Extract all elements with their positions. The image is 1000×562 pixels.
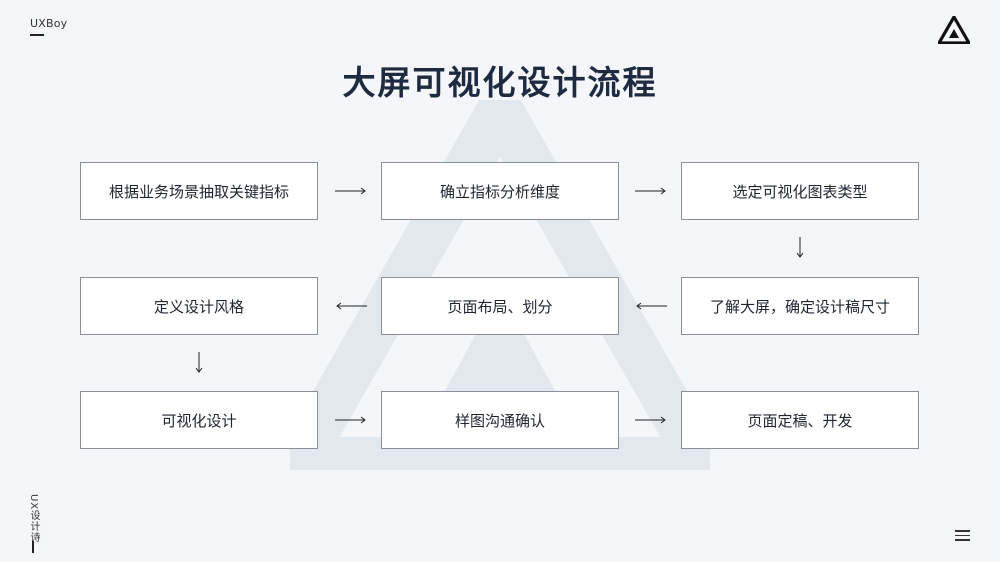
side-label: UX设计诗 [28, 494, 39, 544]
brand: UXBoy [30, 17, 68, 30]
step-box-2: 确立指标分析维度 [381, 162, 619, 220]
page-title: 大屏可视化设计流程 [342, 63, 658, 102]
step-label: 样图沟通确认 [454, 411, 545, 430]
step-box-4: 了解大屏，确定设计稿尺寸 [681, 277, 919, 335]
step-box-7: 可视化设计 [80, 391, 318, 449]
step-box-3: 选定可视化图表类型 [681, 162, 919, 220]
step-box-8: 样图沟通确认 [381, 391, 619, 449]
step-box-1: 根据业务场景抽取关键指标 [80, 162, 318, 220]
menu-icon[interactable] [955, 530, 970, 542]
step-label: 选定可视化图表类型 [732, 182, 868, 201]
step-label: 定义设计风格 [153, 297, 244, 316]
arrow-down-icon [195, 352, 203, 373]
step-box-5: 页面布局、划分 [381, 277, 619, 335]
arrow-left-icon [336, 302, 367, 310]
step-label: 页面定稿、开发 [747, 411, 853, 430]
arrow-right-icon [635, 416, 666, 424]
brand-underline [30, 34, 44, 36]
step-label: 了解大屏，确定设计稿尺寸 [709, 297, 890, 316]
arrow-right-icon [335, 187, 366, 195]
step-label: 确立指标分析维度 [439, 182, 560, 201]
step-box-6: 定义设计风格 [80, 277, 318, 335]
step-box-9: 页面定稿、开发 [681, 391, 919, 449]
arrow-down-icon [796, 237, 804, 258]
step-label: 可视化设计 [161, 411, 237, 430]
step-label: 页面布局、划分 [447, 297, 553, 316]
triangle-logo-icon [938, 16, 970, 44]
step-label: 根据业务场景抽取关键指标 [108, 182, 289, 201]
arrow-right-icon [635, 187, 666, 195]
arrow-right-icon [335, 416, 366, 424]
side-line [32, 541, 34, 553]
arrow-left-icon [636, 302, 667, 310]
